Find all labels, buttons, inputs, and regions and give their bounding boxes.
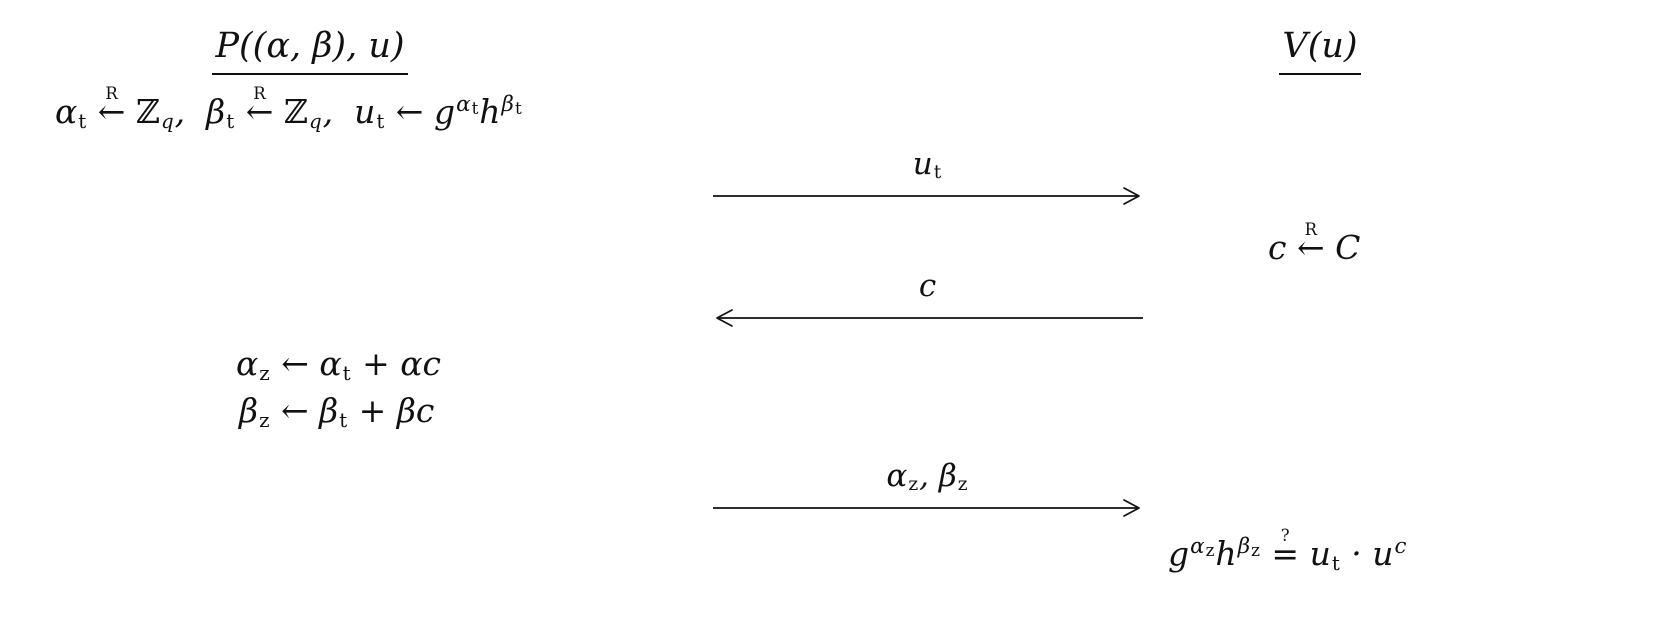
prover-response-line-1: αz ← αt + αc — [236, 344, 442, 385]
message-label: αz, βz — [886, 458, 968, 496]
message-label: ut — [912, 146, 942, 184]
arrow-right-icon — [712, 499, 1140, 517]
verifier-check-line: gαzhβz ?= ut · uc — [1168, 525, 1407, 575]
prover-header-label: P((α, β), u) — [212, 26, 408, 75]
prover-response-line-2: βz ← βt + βc — [239, 391, 435, 432]
message-1-ut: ut — [705, 146, 1150, 208]
prover-commit-line: αt R← ℤq, βt R← ℤq, ut ← gαthβt — [55, 83, 522, 133]
verifier-header-label: V(u) — [1279, 26, 1361, 75]
arrow-right-icon — [712, 187, 1140, 205]
verifier-header: V(u) — [1230, 26, 1410, 75]
message-label: c — [918, 268, 937, 304]
prover-header: P((α, β), u) — [140, 26, 480, 75]
message-3-response: αz, βz — [705, 458, 1150, 520]
message-2-c: c — [705, 268, 1150, 330]
verifier-challenge-line: c R← C — [1268, 219, 1361, 267]
arrow-left-icon — [715, 309, 1143, 327]
